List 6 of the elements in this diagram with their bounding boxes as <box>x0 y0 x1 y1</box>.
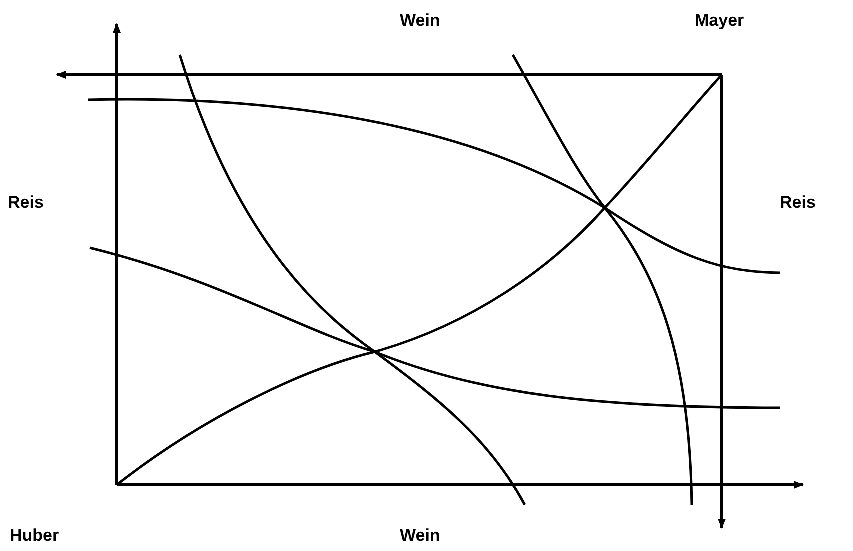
axis-label: Mayer <box>695 10 744 32</box>
axis-label: Reis <box>8 192 44 214</box>
axis-label: Huber <box>10 525 60 547</box>
axis-label: Reis <box>780 192 816 214</box>
axis-label: Wein <box>400 525 440 547</box>
axis-label: Wein <box>400 10 440 32</box>
